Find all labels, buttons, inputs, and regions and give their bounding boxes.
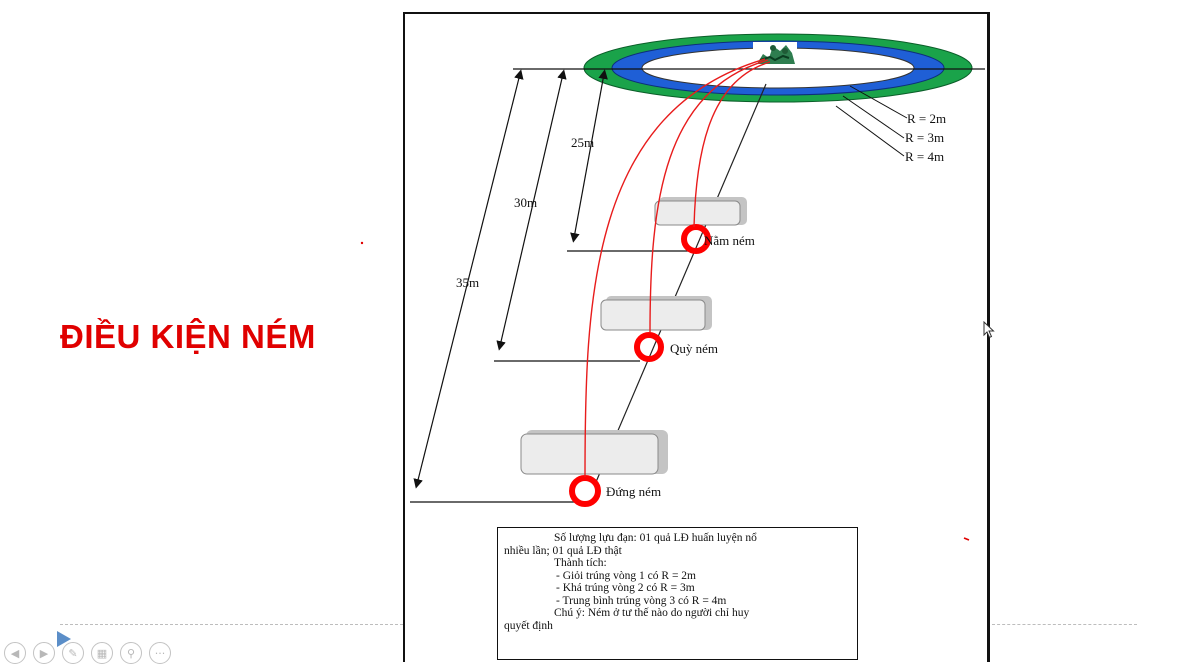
notes-box: Số lượng lựu đạn: 01 quả LĐ huấn luyện n… (497, 527, 858, 660)
distance-label-35m: 35m (456, 275, 479, 290)
slideshow-controls: ◀ ▶ ✎ ▦ ⚲ ··· (4, 641, 171, 665)
standing-target-marker (569, 475, 601, 507)
standing-position: Đứng ném (520, 430, 668, 507)
kneeling-label: Quỳ ném (670, 341, 718, 356)
trajectory-kneeling (649, 59, 769, 334)
achievement-average: - Trung bình trúng vòng 3 có R = 4m (556, 594, 727, 607)
ring-label-r2: R = 2m (907, 111, 946, 126)
achievement-fair: - Khá trúng vòng 2 có R = 3m (556, 582, 695, 594)
lying-label: Nằm ném (704, 233, 755, 248)
kneeling-position: Quỳ ném (600, 296, 718, 362)
prev-icon[interactable]: ◀ (4, 642, 26, 664)
lying-position: Nằm ném (654, 197, 755, 254)
pen-icon[interactable]: ✎ (62, 642, 84, 664)
standing-label: Đứng ném (606, 484, 661, 499)
footer-divider-left (60, 624, 403, 625)
zoom-icon[interactable]: ⚲ (120, 642, 142, 664)
ring-label-r4: R = 4m (905, 149, 944, 164)
mouse-cursor-icon (983, 321, 995, 339)
trajectory-standing (584, 58, 766, 478)
achievement-heading: Thành tích: (554, 557, 607, 569)
distance-label-30m: 30m (514, 195, 537, 210)
notes-line-2: nhiều lần; 01 quả LĐ thật (504, 544, 622, 557)
slide-title: ĐIỀU KIỆN NÉM (60, 318, 316, 355)
distance-arrow-35m (413, 69, 524, 489)
next-icon[interactable]: ▶ (33, 642, 55, 664)
slides-icon[interactable]: ▦ (91, 642, 113, 664)
trajectory-lying (693, 61, 771, 228)
achievement-good: - Giỏi trúng vòng 1 có R = 2m (556, 569, 697, 582)
lying-target-marker (681, 224, 711, 254)
more-icon[interactable]: ··· (149, 642, 171, 664)
notes-line-1: Số lượng lựu đạn: 01 quả LĐ huấn luyện n… (554, 532, 757, 544)
soldier-figure-icon (753, 42, 797, 66)
footer-divider-right (992, 624, 1137, 625)
distance-arrow-25m (570, 69, 608, 243)
note-line-2: quyết định (504, 619, 553, 632)
ring-label-r3: R = 3m (905, 130, 944, 145)
kneeling-target-marker (634, 332, 664, 362)
distance-label-25m: 25m (571, 135, 594, 150)
note-line-1: Chú ý: Ném ở tư thế nào do người chỉ huy (554, 607, 750, 619)
